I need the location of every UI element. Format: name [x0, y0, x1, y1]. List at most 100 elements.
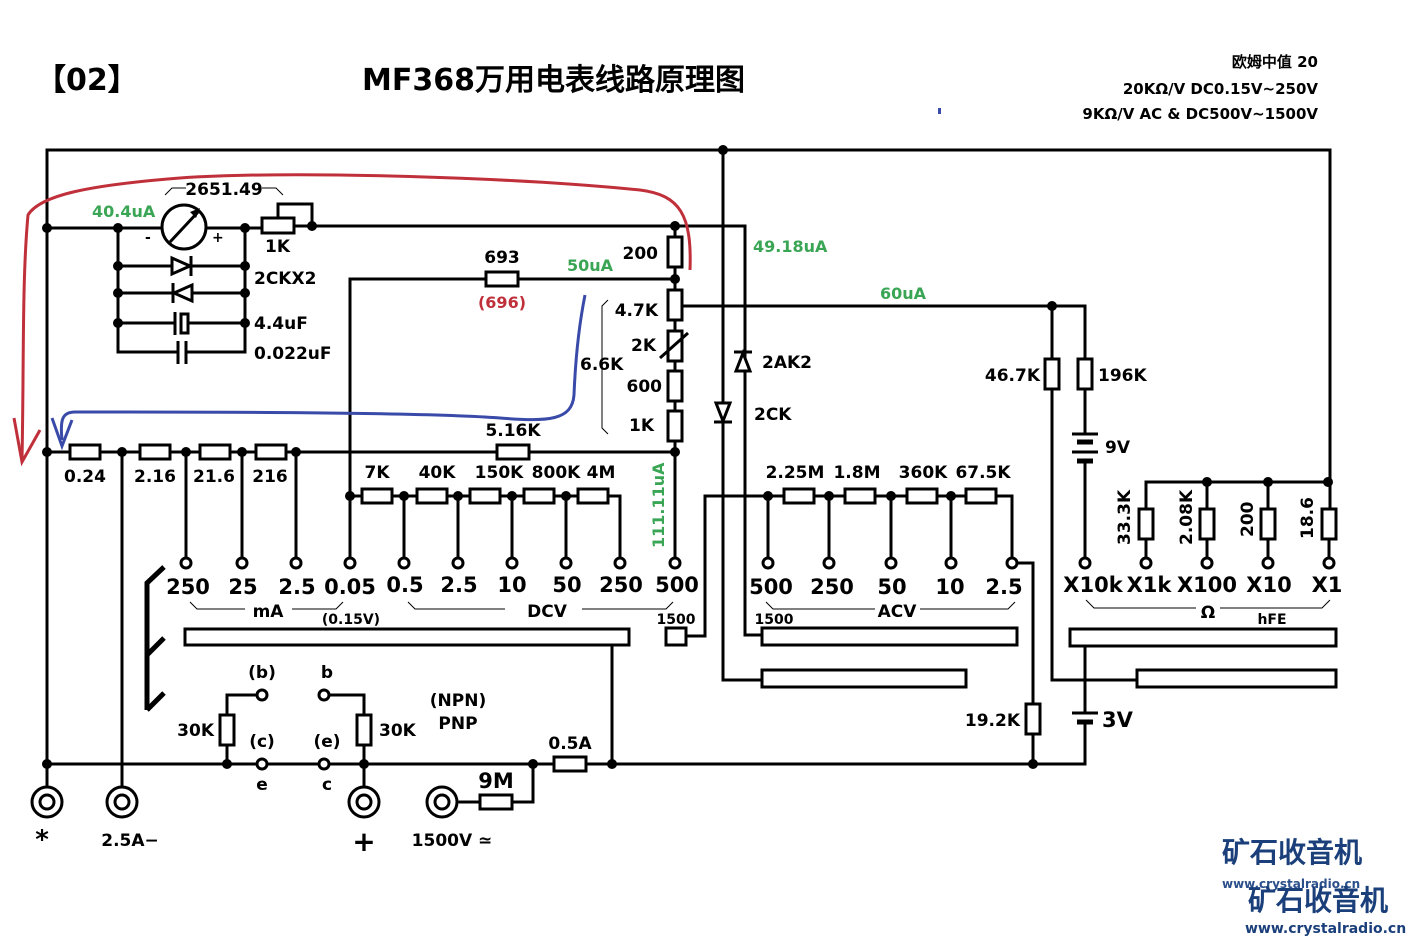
- pin-e-paren-label: (e): [313, 732, 340, 752]
- range-terminals-left: [179, 556, 682, 570]
- range-acv-10[interactable]: 10: [935, 575, 964, 599]
- switch-wafer-ohm2: [1135, 668, 1338, 689]
- blue-current-path-annotation: [59, 294, 587, 441]
- pnp-label: PNP: [438, 714, 477, 734]
- ma-group-label: mA: [253, 602, 285, 622]
- range-brackets-left: [189, 601, 674, 610]
- jack-2-5a[interactable]: [105, 762, 139, 819]
- battery-3v-label: 3V: [1102, 708, 1134, 732]
- ohm-resistor-label: 33.3K: [1115, 489, 1135, 545]
- meter-block: [113, 187, 692, 364]
- ac-diodes: [713, 348, 753, 426]
- range-dcv-500[interactable]: 500: [655, 573, 699, 597]
- switch-wafer-dc: [183, 627, 631, 647]
- pot-label: 1K: [265, 237, 291, 257]
- jack-plus[interactable]: [347, 785, 381, 819]
- r2k-label: 2K: [631, 336, 657, 356]
- range-ohm-x10k[interactable]: X10k: [1063, 573, 1123, 597]
- diode-2ck-icon: [713, 401, 733, 426]
- ma-note-label: (0.15V): [322, 612, 380, 628]
- current-60ua-label: 60uA: [880, 284, 927, 303]
- shunt-label: 2.16: [134, 467, 176, 487]
- range-dcv-50[interactable]: 50: [552, 573, 581, 597]
- dcv-resistor-label: 7K: [364, 463, 390, 483]
- r693-alt-label: (696): [478, 293, 526, 312]
- r9m-label: 9M: [478, 769, 514, 793]
- red-arrow-icon: [12, 417, 42, 467]
- acv-resistor-label: 360K: [899, 463, 948, 483]
- jack-common[interactable]: [30, 762, 64, 819]
- acv-resistor-label: 1.8M: [833, 463, 880, 483]
- current-49ua-label: 49.18uA: [753, 237, 828, 256]
- range-ma-250[interactable]: 250: [166, 575, 210, 599]
- range-bracket: [1220, 599, 1331, 609]
- r693-label: 693: [484, 248, 520, 268]
- switch-contact-1500: [664, 626, 688, 647]
- r19-2k-label: 19.2K: [965, 711, 1021, 731]
- range-dcv-250[interactable]: 250: [599, 573, 643, 597]
- shunt-label: 0.24: [64, 467, 106, 487]
- range-ohm-x100[interactable]: X100: [1177, 573, 1237, 597]
- acv-resistor-label: 67.5K: [955, 463, 1011, 483]
- shunt-216-resistor: [254, 443, 288, 461]
- shunt-0-24-resistor: [68, 443, 102, 461]
- range-dcv-10[interactable]: 10: [497, 573, 526, 597]
- range-ma-0-05[interactable]: 0.05: [324, 575, 376, 599]
- ohm-resistor-label: 2.08K: [1177, 489, 1197, 545]
- r196k-label: 196K: [1098, 366, 1147, 386]
- range-bracket: [1085, 599, 1196, 609]
- range-ma-25[interactable]: 25: [228, 575, 257, 599]
- diode-icon: [170, 255, 194, 277]
- r4-7k-pot: [666, 288, 684, 322]
- acv-resistor-label: 2.25M: [766, 463, 825, 483]
- range-acv-50[interactable]: 50: [877, 575, 906, 599]
- switch-wafer-ac: [760, 626, 1019, 647]
- r19-2k-resistor: [1024, 702, 1042, 736]
- acv-group-label: ACV: [878, 602, 918, 622]
- range-acv-250[interactable]: 250: [810, 575, 854, 599]
- meter-minus-label: -: [145, 230, 151, 246]
- spec-line-2: 20KΩ/V DC0.15V~250V: [1123, 80, 1319, 98]
- watermark-logo-2: 矿石收音机: [1248, 884, 1388, 917]
- dcv-group-label: DCV: [527, 602, 568, 622]
- diagram-index: 【02】: [36, 63, 138, 98]
- range-ohm-x1k[interactable]: X1k: [1127, 573, 1173, 597]
- diode-2ak2-label: 2AK2: [762, 353, 812, 373]
- acv-1500-label: 1500: [755, 612, 794, 628]
- ohm-group-label: Ω: [1201, 603, 1215, 623]
- r600-resistor: [666, 369, 684, 403]
- r200-resistor: [666, 235, 684, 269]
- pot-1k-resistor: [260, 216, 296, 235]
- cap1-label: 4.4uF: [254, 314, 308, 334]
- dcv-resistor-label: 4M: [587, 463, 616, 483]
- npn-label: (NPN): [430, 691, 486, 711]
- range-ohm-x1[interactable]: X1: [1312, 573, 1343, 597]
- spec-line-3: 9KΩ/V AC & DC500V~1500V: [1082, 105, 1318, 123]
- r30k-left-label: 30K: [177, 721, 215, 741]
- r46-7k-label: 46.7K: [985, 366, 1041, 386]
- jack-2-5a-label: 2.5A−: [101, 831, 159, 851]
- range-ohm-x10[interactable]: X10: [1246, 573, 1291, 597]
- r5-16k-label: 5.16K: [485, 421, 541, 441]
- r30k-right-resistor: [355, 713, 373, 747]
- jack-1500v[interactable]: [425, 785, 459, 819]
- switch-wafer-ac2: [760, 668, 968, 689]
- fuse-0-5a-icon: [552, 755, 588, 773]
- shunt-label: 216: [252, 467, 288, 487]
- range-dcv-2-5[interactable]: 2.5: [440, 573, 477, 597]
- r1k-resistor: [666, 409, 684, 443]
- blue-arrow-icon: [50, 417, 74, 451]
- range-dcv-0-5[interactable]: 0.5: [386, 573, 423, 597]
- junction: [42, 759, 52, 769]
- dcv-chain: [348, 487, 622, 562]
- r200-label: 200: [623, 244, 659, 264]
- current-50ua-label: 50uA: [567, 256, 614, 275]
- dcv-1500-label: 1500: [657, 612, 696, 628]
- range-ma-2-5[interactable]: 2.5: [278, 575, 315, 599]
- range-acv-2-5[interactable]: 2.5: [985, 575, 1022, 599]
- diode-label: 2CKX2: [254, 269, 316, 289]
- range-acv-500[interactable]: 500: [749, 575, 793, 599]
- r196k-resistor: [1076, 357, 1094, 391]
- ma-shunt-chain: [68, 443, 301, 764]
